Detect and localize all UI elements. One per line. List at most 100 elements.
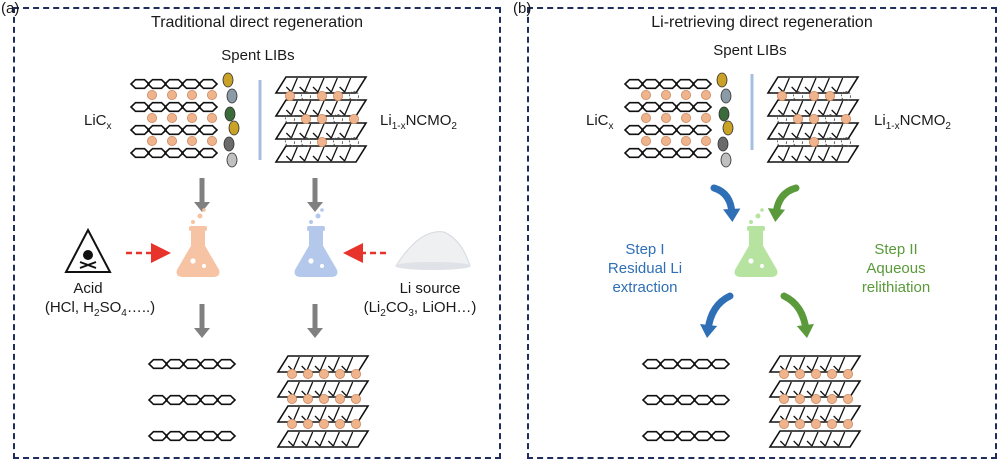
panel-b-licx-label: LiCx [586, 112, 614, 132]
ncm-bond [332, 381, 340, 397]
carbon-ring [640, 78, 662, 90]
li-ion [825, 91, 836, 102]
ncm-bond [330, 146, 338, 162]
arrow-head [307, 328, 323, 338]
arrow-head [796, 323, 814, 338]
ncm-bond [782, 100, 790, 116]
li-ion [795, 418, 806, 429]
carbon-ring [164, 358, 186, 370]
li-ion [318, 368, 329, 379]
li-ion [350, 393, 361, 404]
panel-b-spent-label: Spent LIBs [713, 42, 787, 59]
ncm-bond [312, 109, 319, 116]
ncm-bond [817, 86, 824, 93]
ncm-bond [811, 381, 819, 397]
down-arrow-anode-2 [194, 304, 210, 338]
arrow-head [723, 208, 741, 222]
ncm-bond [822, 77, 830, 93]
ncm-bond [301, 440, 308, 447]
graphite-layer [623, 147, 713, 159]
carbon-ring [640, 101, 662, 113]
flask-vapor [197, 213, 203, 219]
carbon-ring [147, 430, 169, 442]
li-ion [661, 90, 672, 101]
li-powder-icon [395, 231, 471, 270]
ncm-bond [806, 365, 813, 372]
ncm-slab [766, 145, 860, 163]
li-ion [300, 114, 311, 125]
panel-a-frame [13, 7, 501, 459]
carbon-ring [180, 101, 202, 113]
carbon-ring [129, 124, 151, 136]
ncm-bond [806, 415, 813, 422]
li-ion [809, 91, 820, 102]
carbon-ring [640, 124, 662, 136]
carbon-ring [146, 147, 168, 159]
ncm-bond [819, 440, 826, 447]
li-ion [661, 113, 672, 124]
graphite-layer [623, 101, 713, 113]
flask-bubble [320, 264, 324, 268]
carbon-ring [198, 394, 220, 406]
li-ion [843, 368, 854, 379]
ncm-bond [809, 77, 817, 93]
ncm-bond [822, 146, 830, 162]
ncm-bond [836, 100, 844, 116]
carbon-ring [163, 101, 185, 113]
carbon-ring [709, 430, 731, 442]
ncm-bond [325, 109, 332, 116]
ncm-bond [285, 155, 292, 162]
ncm-bond [809, 100, 817, 116]
flask-body [176, 229, 220, 277]
ncm-bond [292, 356, 300, 372]
regen-graphite-layer [147, 358, 237, 370]
sei-particle [228, 120, 240, 136]
ncm-bond [791, 132, 798, 139]
li-vacancy [840, 136, 852, 148]
carbon-ring [163, 78, 185, 90]
ncm-bond [796, 100, 804, 116]
sei-particle [224, 106, 236, 122]
ncm-bond [346, 356, 354, 372]
panel-a-ncm-label: Li1-xNCMO2 [380, 112, 457, 132]
li-ion [843, 393, 854, 404]
ncm-bond [806, 440, 813, 447]
ncm-bond [319, 431, 327, 447]
ncm-bond [782, 123, 790, 139]
panel-a-label: (a) [1, 0, 20, 17]
ncm-bond [344, 77, 352, 93]
flask-rim [747, 226, 765, 231]
li-ion [186, 113, 197, 124]
carbon-ring [198, 358, 220, 370]
carbon-ring [197, 101, 219, 113]
graphite-layer [129, 124, 219, 136]
li-ion [779, 393, 790, 404]
carbon-ring [215, 430, 237, 442]
ncm-bond [838, 356, 846, 372]
carbon-ring [709, 394, 731, 406]
li-ion [793, 114, 804, 125]
hazard-bone [79, 261, 97, 269]
ncm-bond [325, 132, 332, 139]
ncm-bond [327, 365, 334, 372]
ncm-slab [768, 430, 862, 448]
li-ion [348, 114, 359, 125]
li-vacancy [300, 90, 312, 102]
carbon-ring [641, 394, 663, 406]
ncm-bond [317, 146, 325, 162]
ncm-bond [292, 406, 300, 422]
powder-base [395, 262, 471, 270]
carbon-ring [129, 147, 151, 159]
ncm-bond [314, 415, 321, 422]
flask-bubble [308, 258, 314, 264]
carbon-ring [215, 394, 237, 406]
ncm-bond [330, 123, 338, 139]
ncm-bond [314, 440, 321, 447]
ncm-bond [299, 155, 306, 162]
li-vacancy [776, 136, 788, 148]
regen-ncm-layer [768, 380, 862, 398]
ncm-bond [833, 365, 840, 372]
ncm-bond [341, 415, 348, 422]
ncm-bond [304, 100, 312, 116]
graphite-layer [623, 124, 713, 136]
